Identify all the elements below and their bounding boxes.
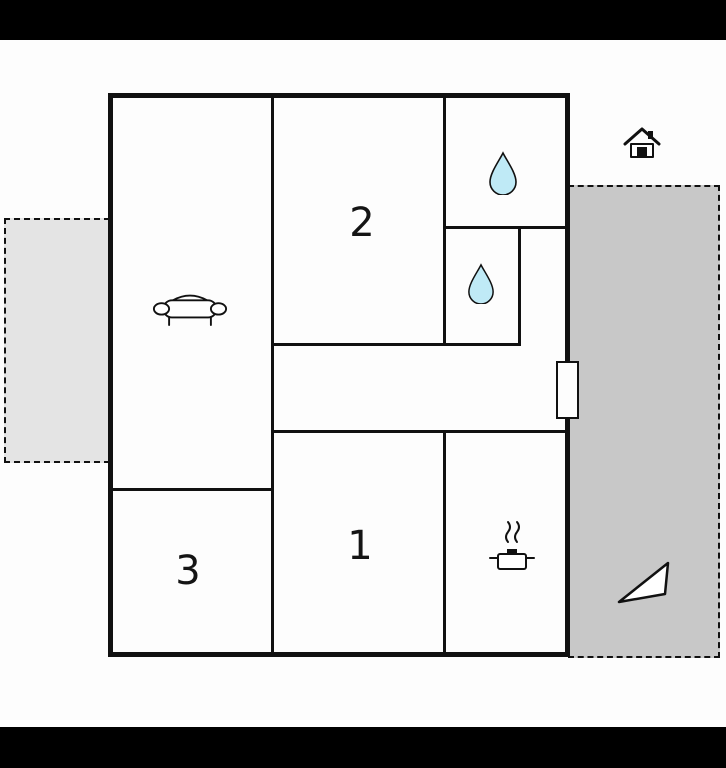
room-2-label: 2: [349, 200, 375, 246]
wall-room3-top: [108, 488, 274, 491]
wall-living-divider: [271, 93, 274, 657]
wall-room2-right: [443, 93, 446, 346]
wall-kitchen-divider: [443, 430, 446, 657]
room-3-label: 3: [175, 548, 201, 594]
wall-bathroom-divider: [443, 226, 570, 229]
wall-hall-bottom: [271, 430, 570, 433]
room-1-label: 1: [347, 523, 373, 569]
wall-hall-top: [271, 343, 521, 346]
wall-outer-left: [108, 93, 113, 657]
terrace-left: [4, 218, 110, 463]
wall-small-bathroom-right: [518, 226, 521, 346]
bottom-letterbox-bar: [0, 727, 726, 768]
north-arrow-icon: [616, 560, 672, 606]
water-drop-icon: [487, 151, 519, 195]
top-letterbox-bar: [0, 0, 726, 40]
entrance-door: [556, 361, 579, 419]
cooking-pot-icon: [486, 518, 538, 574]
house-icon: [622, 126, 662, 162]
wall-outer-bottom: [108, 652, 570, 657]
terrace-right: [568, 185, 720, 658]
sofa-icon: [152, 285, 228, 329]
water-drop-icon: [466, 263, 496, 304]
wall-outer-top: [108, 93, 570, 98]
